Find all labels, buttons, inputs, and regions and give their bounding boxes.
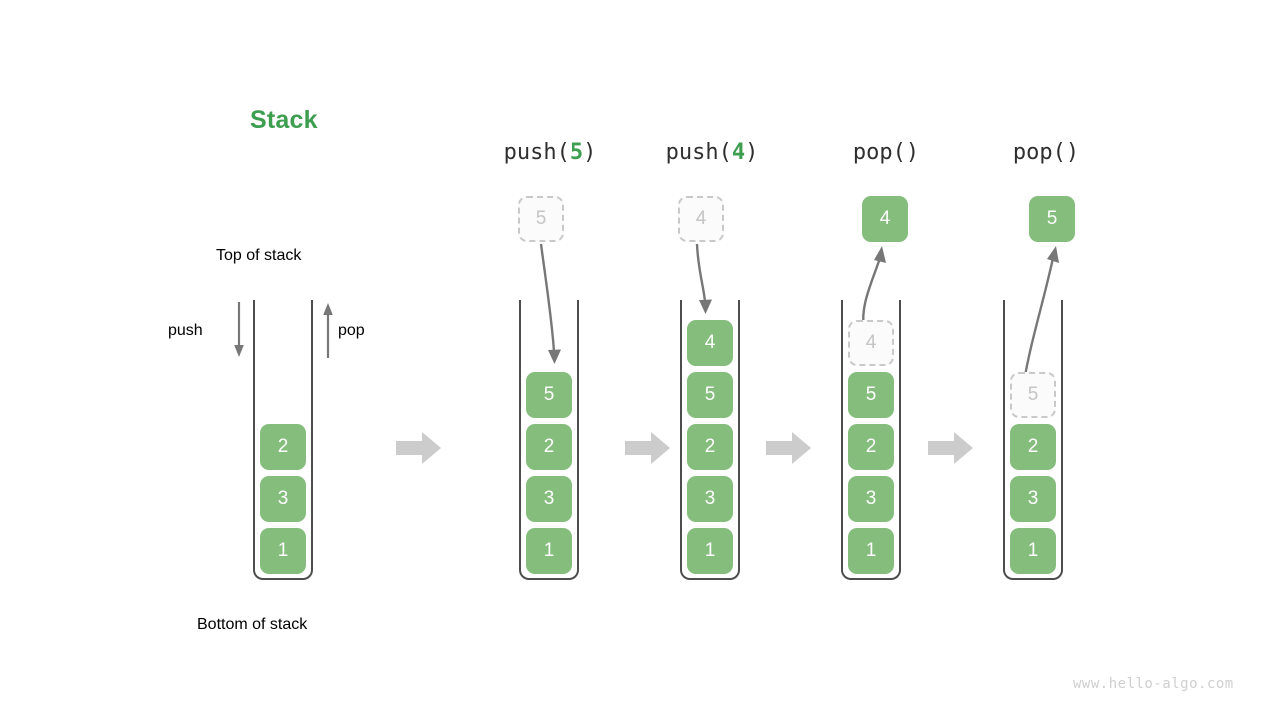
header-text-suffix: ) [745,140,759,165]
floating-ghost-cell-push-4: 4 [678,196,724,242]
push-label: push [168,322,203,339]
header-text-prefix: push( [665,140,732,165]
flow-arrow-icon [625,432,670,464]
header-text-arg: 5 [569,140,584,165]
header-text-prefix: pop( [1012,140,1066,165]
stack-cell: 3 [260,476,306,522]
stack-cell: 3 [687,476,733,522]
floating-ghost-cell-push-5: 5 [518,196,564,242]
flow-arrow-icon [928,432,973,464]
column-header-pop-2: pop() [956,140,1136,165]
stack-cell: 4 [687,320,733,366]
stack-cells-initial: 2 3 1 [260,424,306,574]
stack-cell: 1 [1010,528,1056,574]
stack-cell: 2 [687,424,733,470]
header-text-prefix: push( [503,140,570,165]
page-title: Stack [250,106,318,134]
column-header-push-4: push(4) [622,140,802,165]
push-motion-arrow [695,243,712,314]
stack-cell: 5 [848,372,894,418]
stack-cell: 4 [848,320,894,366]
stack-cell: 1 [687,528,733,574]
stack-cells-push-5: 5 2 3 1 [526,372,572,574]
watermark: www.hello-algo.com [1073,676,1234,692]
stack-cells-pop-2: 5 2 3 1 [1010,372,1056,574]
pop-motion-arrow [1022,246,1059,383]
flow-arrow-icon [396,432,441,464]
stack-cell: 5 [526,372,572,418]
stack-cell: 5 [687,372,733,418]
stack-container-push-4 [680,300,740,580]
stack-cell: 1 [260,528,306,574]
stack-cell: 2 [526,424,572,470]
stack-container-initial [253,300,313,580]
stack-cell: 2 [848,424,894,470]
stack-cell: 5 [1010,372,1056,418]
stack-cell: 3 [526,476,572,522]
header-text-suffix: ) [905,140,920,165]
top-of-stack-label: Top of stack [216,247,302,264]
push-direction-arrow [234,302,244,357]
stack-cell: 1 [526,528,572,574]
header-text-suffix: ) [583,140,597,165]
stack-container-pop-2 [1003,300,1063,580]
push-motion-arrow [539,243,561,364]
stack-cell: 2 [1010,424,1056,470]
column-header-push-5: push(5) [460,140,640,165]
stack-cell: 1 [848,528,894,574]
stack-cell: 3 [1010,476,1056,522]
floating-popped-cell-pop-2: 5 [1029,196,1075,242]
bottom-of-stack-label: Bottom of stack [197,616,308,633]
pop-direction-arrow [323,303,333,358]
floating-popped-cell-pop-1: 4 [862,196,908,242]
stack-cells-push-4: 4 5 2 3 1 [687,320,733,574]
column-header-pop-1: pop() [796,140,976,165]
header-text-prefix: pop( [852,140,906,165]
header-text-arg: 4 [731,140,746,165]
stack-cells-pop-1: 4 5 2 3 1 [848,320,894,574]
stack-container-pop-1 [841,300,901,580]
flow-arrow-icon [766,432,811,464]
stack-cell: 2 [260,424,306,470]
stack-cell: 3 [848,476,894,522]
stack-container-push-5 [519,300,579,580]
pop-label: pop [338,322,365,339]
header-text-suffix: ) [1065,140,1080,165]
